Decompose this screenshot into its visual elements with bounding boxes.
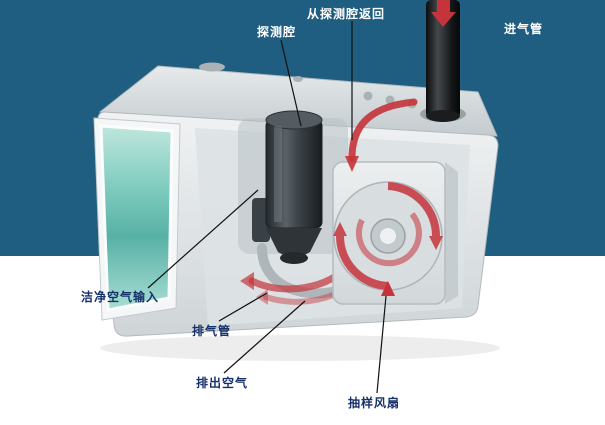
intake-pipe-graphic [420, 0, 466, 122]
device-top-face [98, 65, 498, 137]
label-exhaust-air: 排出空气 [196, 376, 249, 390]
label-intake-pipe: 进气管 [504, 22, 544, 36]
label-sampling-fan: 抽样风扇 [348, 396, 401, 410]
fan-intake-arrow [381, 281, 395, 296]
top-vent-holes [199, 62, 417, 109]
label-exhaust-pipe: 排气管 [192, 324, 232, 338]
display-screen-graphic [99, 124, 174, 312]
label-return-from-chamber: 从探测腔返回 [307, 7, 386, 21]
label-clean-air-input: 洁净空气输入 [81, 290, 160, 304]
device-shadow [100, 335, 500, 361]
label-detection-chamber: 探测腔 [257, 25, 297, 39]
detection-chamber-graphic [252, 110, 323, 264]
return-airflow-arrow [345, 98, 418, 172]
intake-airflow-arrow [431, 0, 456, 27]
sampling-fan-graphic [332, 161, 458, 305]
leader-lines [147, 21, 387, 394]
